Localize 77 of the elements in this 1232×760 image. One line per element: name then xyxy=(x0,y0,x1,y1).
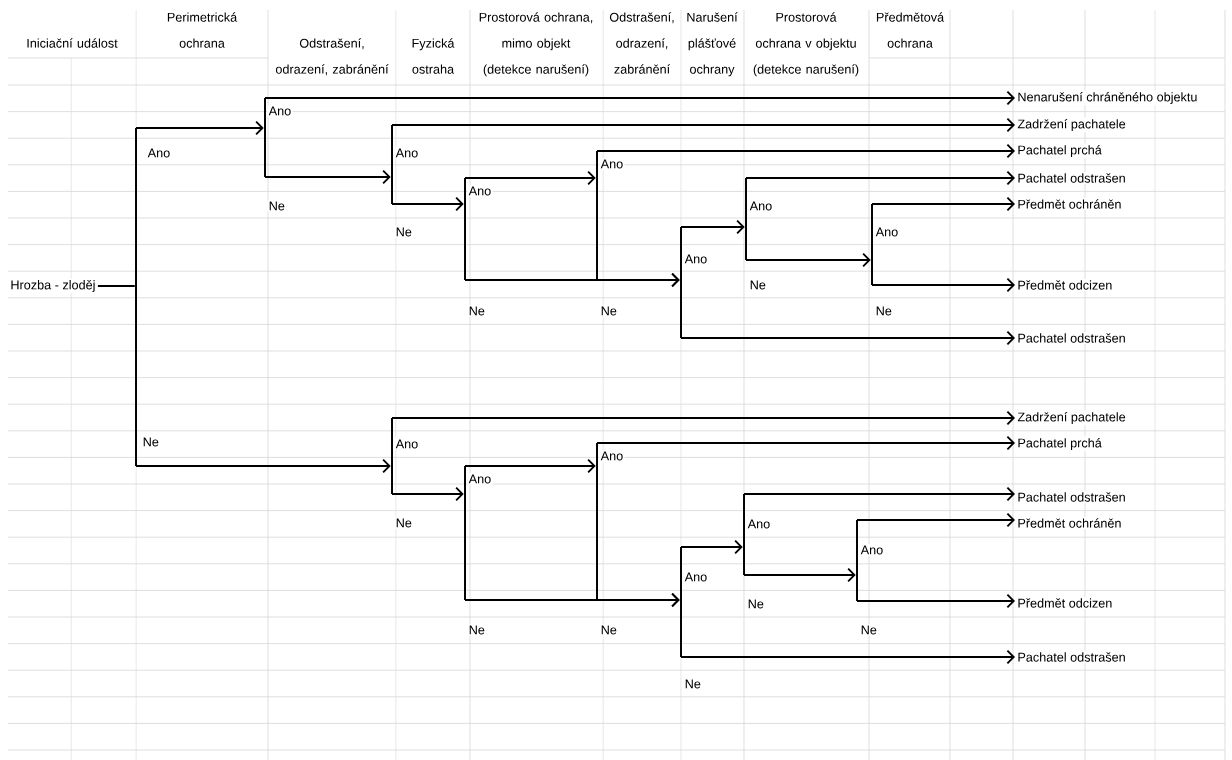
column-header: Perimetrická ochrana xyxy=(167,12,238,48)
arrow xyxy=(264,90,1015,106)
edge-label: Ne xyxy=(267,200,287,212)
edge-label: Ano xyxy=(859,544,885,556)
arrow xyxy=(596,272,680,288)
edge-label: Ne xyxy=(394,226,414,238)
branch-line xyxy=(391,125,393,204)
column-header: Prostorová ochrana v objektu (detekce narušení) xyxy=(753,12,859,77)
edge-label: Ano xyxy=(267,105,293,117)
arrow xyxy=(743,567,856,583)
edge-label: Ano xyxy=(467,473,493,485)
arrow xyxy=(596,143,1015,159)
edge-label: Ano xyxy=(394,147,420,159)
edge-label: Ne xyxy=(599,624,619,636)
edge-label: Ano xyxy=(748,200,774,212)
edge-label: Ano xyxy=(683,253,709,265)
edge-label: Ne xyxy=(141,436,161,448)
column-header: Odstrašení, odrazení, zabránění xyxy=(275,38,389,76)
arrow xyxy=(464,170,596,186)
edge-label: Ne xyxy=(683,678,703,690)
branch-line xyxy=(464,466,466,600)
arrow xyxy=(871,196,1015,212)
edge-label: Ne xyxy=(467,624,487,636)
branch-line xyxy=(680,227,682,338)
edge-label: Ne xyxy=(394,517,414,529)
arrow xyxy=(745,252,871,268)
arrow xyxy=(680,219,745,235)
branch-line xyxy=(596,151,598,280)
branch-line xyxy=(743,494,745,575)
edge-label: Ne xyxy=(599,305,619,317)
branch-line xyxy=(856,520,858,601)
arrow xyxy=(264,169,391,185)
branch-line xyxy=(464,178,466,280)
edge-label: Ano xyxy=(146,147,172,159)
edge-label: Ne xyxy=(874,305,894,317)
arrow xyxy=(680,539,743,555)
branch-line xyxy=(745,178,747,260)
column-header: Prostorová ochrana, mimo objekt (detekce narušení) xyxy=(479,12,593,77)
arrow xyxy=(391,486,464,502)
arrow xyxy=(391,196,464,212)
arrow xyxy=(391,410,1015,426)
edge-label: Ano xyxy=(746,518,772,530)
edge-label: Ne xyxy=(746,598,766,610)
arrow xyxy=(743,486,1015,502)
arrow xyxy=(464,458,596,474)
branch-line xyxy=(391,418,393,494)
column-header: Předmětová ochrana xyxy=(876,12,945,48)
arrow xyxy=(856,593,1015,609)
arrow xyxy=(596,435,1015,451)
edge-label: Ne xyxy=(859,624,879,636)
arrow xyxy=(680,330,1015,346)
edge-label: Ne xyxy=(467,305,487,317)
edge-label: Ano xyxy=(394,438,420,450)
arrow xyxy=(745,170,1015,186)
edge-label: Ne xyxy=(748,279,768,291)
branch-line xyxy=(871,204,873,285)
arrow xyxy=(680,649,1015,665)
edge-label: Ano xyxy=(874,226,900,238)
edge-label: Ano xyxy=(599,158,625,170)
arrow xyxy=(871,277,1015,293)
arrow xyxy=(391,117,1015,133)
branch-line xyxy=(680,547,682,657)
arrow xyxy=(135,120,264,136)
branch-line xyxy=(135,128,137,466)
edge-label: Ano xyxy=(599,450,625,462)
branch-line xyxy=(596,443,598,600)
line xyxy=(96,285,136,287)
edge-label: Ano xyxy=(467,185,493,197)
column-header: Iniciační událost xyxy=(27,38,118,48)
arrow xyxy=(135,458,391,474)
branch-line xyxy=(264,98,266,177)
column-header: Odstrašení, odrazení, zabránění xyxy=(609,12,674,74)
edge-label: Ano xyxy=(683,571,709,583)
column-header: Fyzická ostraha xyxy=(412,38,455,74)
arrow xyxy=(856,512,1015,528)
column-header: Narušení plášťové ochrany xyxy=(687,12,738,77)
arrow xyxy=(596,592,680,608)
